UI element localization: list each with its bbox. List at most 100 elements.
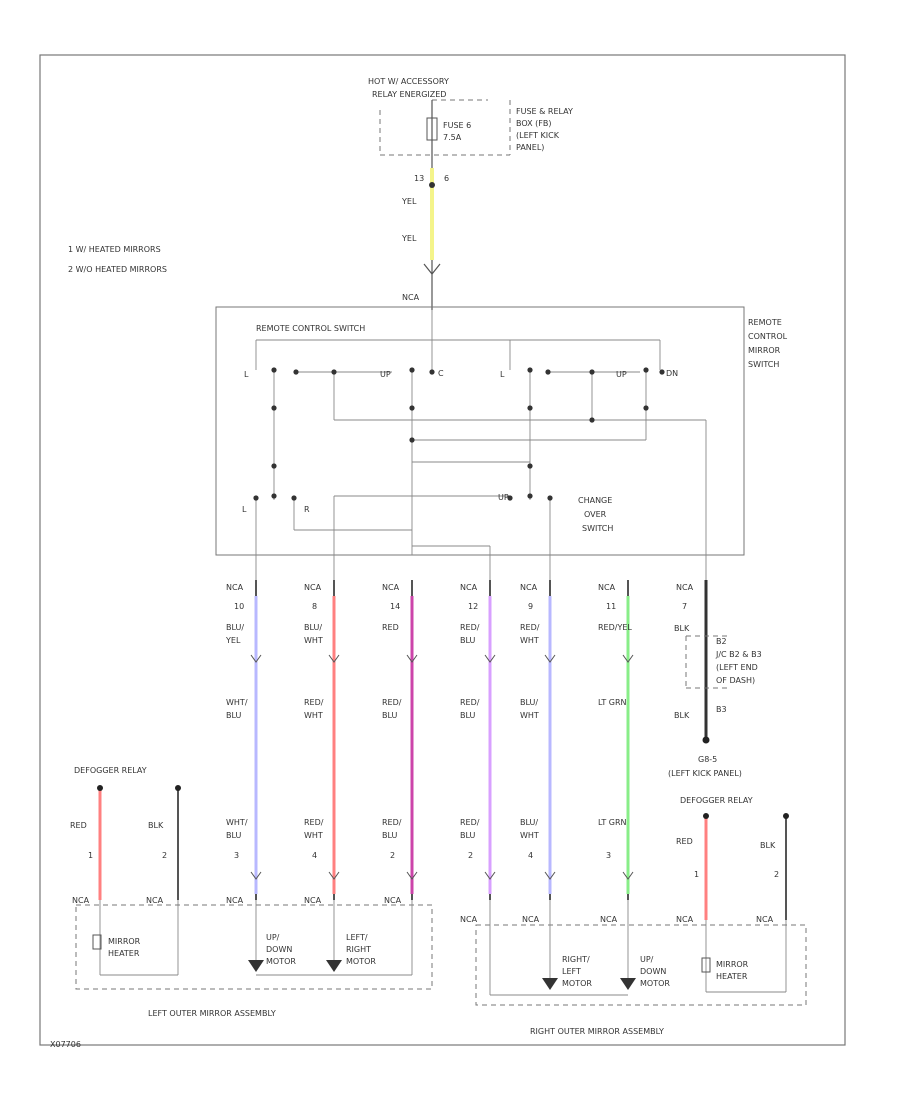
jc-label-2: (LEFT END [716,663,758,672]
right-wire-red: RED [676,837,693,846]
wire-3-label-c3a: RED/ [382,818,402,827]
switch-node [409,405,415,411]
splice-dot [783,813,789,819]
wire-4-label-c2b: BLU [460,711,476,720]
right-assembly-box [475,924,807,1006]
right-motor1-label-2: LEFT [562,967,581,976]
left-pin-1: 1 [88,851,93,860]
ground-circuit: NCA 7 BLK B2 J/C B2 & B3 (LEFT END OF DA… [668,580,762,778]
wire-3-connector [406,654,418,663]
wire-2-label-pinb: 4 [312,851,317,860]
right-motor2-label-1: UP/ [640,955,654,964]
changeover-label-l: L [242,505,247,514]
wire-4-label-c3b: BLU [460,831,476,840]
jc-label-3: OF DASH) [716,676,755,685]
right-assembly-nca-e: NCA [600,915,618,924]
wire-6-label-c1a: RED/YEL [598,623,632,632]
fuse-box-label-4: PANEL) [516,143,544,152]
wire-2-label-c2a: RED/ [304,698,324,707]
right-motor1-label-3: MOTOR [562,979,592,988]
switch-node [527,493,533,499]
right-updown-motor-icon [620,955,636,990]
left-pin-2: 2 [162,851,167,860]
fuse-pin-a: 13 [414,174,424,183]
right-nca-a: NCA [676,915,694,924]
switch-label-dn: DN [666,369,678,378]
wire-1-connector-lower [250,871,262,880]
switch-node [271,367,277,373]
wire-1-label-c3b: BLU [226,831,242,840]
right-assembly-nca-c: NCA [460,915,478,924]
switch-node [643,367,649,373]
switch-node [545,369,551,375]
ground-pin: 7 [682,602,687,611]
changeover-switch-label-3: SWITCH [582,524,613,533]
splice-dot [175,785,181,791]
wire-yel-label-2: YEL [401,234,417,243]
connector-nca-top: NCA [402,293,420,302]
right-heater-label-1: MIRROR [716,960,749,969]
switch-side-label-2: CONTROL [748,332,788,341]
fuse-box-label-3: (LEFT KICK [516,131,560,140]
wire-3-label-c3b: BLU [382,831,398,840]
switch-side-label-3: MIRROR [748,346,781,355]
wire-6-color-trace [626,596,630,894]
ground-wire-label-2: BLK [674,711,690,720]
wire-1-connector [250,654,262,663]
jc-pin-b: B3 [716,705,727,714]
wire-2-label-c3b: WHT [304,831,323,840]
wire-2-label-nca: NCA [304,583,322,592]
remote-control-mirror-switch: REMOTE CONTROL SWITCH REMOTE CONTROL MIR… [215,306,788,580]
ground-nca: NCA [676,583,694,592]
wire-6-label-c3a: LT GRN [598,818,627,827]
fuse-symbol [426,117,438,141]
right-assembly-nca-d: NCA [522,915,540,924]
fuse-pin-b: 6 [444,174,449,183]
right-heater-label-2: HEATER [716,972,748,981]
switch-label-c: C [438,369,444,378]
wire-1-color-trace [254,596,258,894]
diagram-frame [39,54,846,1046]
wire-2-connector-lower [328,871,340,880]
wire-1-label-c2b: BLU [226,711,242,720]
switch-label-up-left: UP [380,370,391,379]
wire-3-label-nca: NCA [382,583,400,592]
left-defogger-circuit: DEFOGGER RELAY RED BLK 1 2 NCA NCA MIRRO… [70,766,181,976]
switch-node [547,495,553,501]
switch-node [291,495,297,501]
power-source-label-1: HOT W/ ACCESSORY [368,77,449,86]
wire-5-label-nca: NCA [520,583,538,592]
switch-node [527,463,533,469]
wire-6-label-pin: 11 [606,602,616,611]
wire-3-connector-lower [406,871,418,880]
splice-dot [429,182,435,188]
switch-title: REMOTE CONTROL SWITCH [256,324,365,333]
left-assembly-nca-d: NCA [304,896,322,905]
switch-node [409,367,415,373]
right-nca-b: NCA [756,915,774,924]
switch-label-up-right: UP [616,370,627,379]
right-defogger-circuit: DEFOGGER RELAY RED BLK 1 2 NCA NCA MIRRO… [676,796,789,993]
wire-4-connector [484,654,496,663]
right-wire-blk: BLK [760,841,776,850]
wire-1-label-c3a: WHT/ [226,818,248,827]
wire-2-label-c2b: WHT [304,711,323,720]
ground-point [702,736,710,744]
wire-2-color-trace [332,596,336,894]
left-motor2-label-1: LEFT/ [346,933,368,942]
switch-node [271,463,277,469]
left-assembly-title: LEFT OUTER MIRROR ASSEMBLY [148,1009,276,1018]
diagram-code: X07706 [50,1040,81,1049]
left-assembly-nca-e: NCA [384,896,402,905]
left-defogger-label: DEFOGGER RELAY [74,766,147,775]
wire-2-label-c1b: WHT [304,636,323,645]
wire-3-label-c1a: RED [382,623,399,632]
splice-dot [97,785,103,791]
switch-label-l-right: L [500,370,505,379]
wire-4-label-c1a: RED/ [460,623,480,632]
wire-yel-label-1: YEL [401,197,417,206]
left-motor1-label-2: DOWN [266,945,292,954]
changeover-switch-label-2: OVER [584,510,607,519]
wire-6-label-c2a: LT GRN [598,698,627,707]
wire-5-label-c2a: BLU/ [520,698,538,707]
